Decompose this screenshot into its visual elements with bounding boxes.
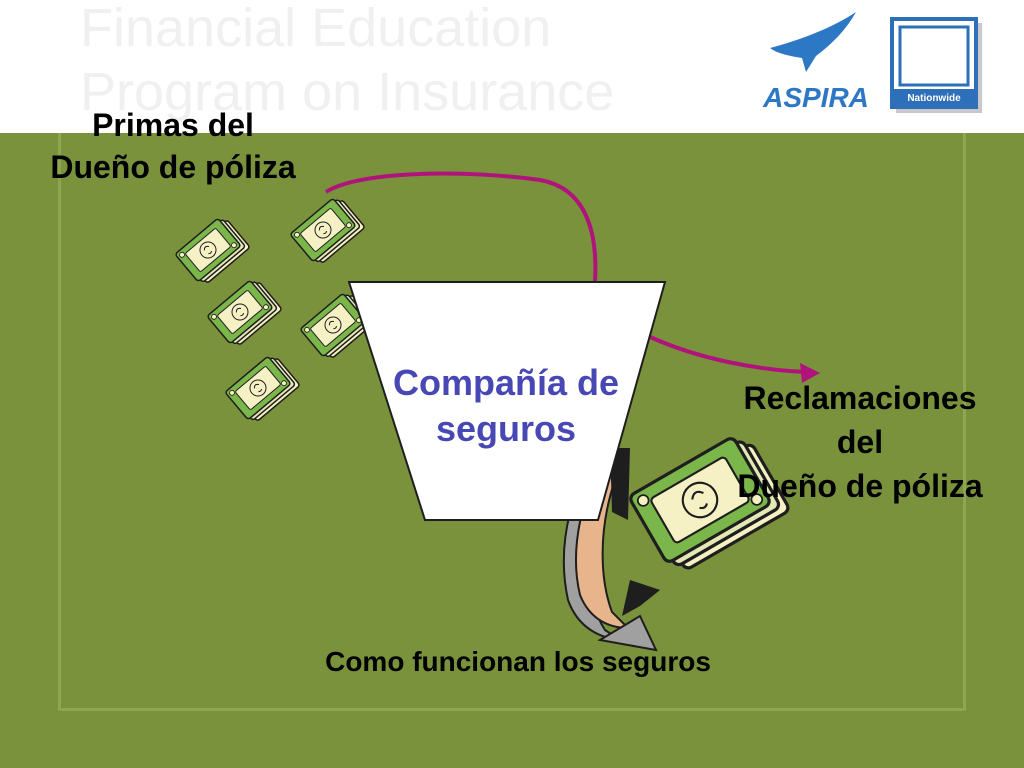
claim-arrow [647,334,807,374]
company-label-text: Compañía de seguros [392,362,620,449]
money-stack-icon-5 [224,351,301,426]
premiums-label: Primas del Dueño de póliza [18,104,328,188]
money-stack-icon-2 [289,193,366,268]
header-band: Financial Education Program on Insurance… [0,0,1024,133]
claims-label-text: Reclamaciones del Dueño de póliza [737,380,983,504]
premium-arrow [324,171,598,283]
money-stack-icon-1 [174,213,251,288]
nationwide-logo-text: Nationwide [907,93,961,104]
slide-caption: Como funcionan los seguros [325,646,711,677]
nationwide-logo: Nationwide [890,17,982,113]
slide-frame [58,133,966,711]
watermark-line-2: Program on Insurance [80,62,615,122]
premiums-label-text: Primas del Dueño de póliza [50,107,296,185]
claims-label: Reclamaciones del Dueño de póliza [700,376,1020,508]
claim-arrow-head [800,363,820,383]
company-label: Compañía de seguros [356,360,656,452]
money-stack-icon-3 [206,275,283,350]
aspira-logo: ASPIRA [762,12,869,112]
aspira-logo-text: ASPIRA [762,82,869,112]
company-funnel [347,281,667,521]
watermark-line-1: Financial Education [80,0,552,58]
